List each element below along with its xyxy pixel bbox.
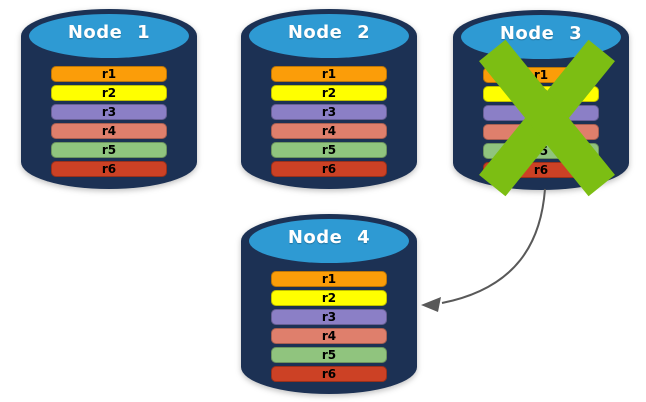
row-list: r1 r2 r3 r4 r5 r6 <box>271 271 387 382</box>
arrow-curve <box>441 188 546 304</box>
row-r1: r1 <box>271 271 387 287</box>
row-label: r5 <box>321 143 337 157</box>
row-label: r5 <box>101 143 117 157</box>
failure-x-icon <box>479 39 615 197</box>
row-label: r1 <box>533 68 549 82</box>
row-r5: r5 <box>51 142 167 158</box>
node-1: Node 1 r1 r2 r3 r4 r5 r6 <box>20 8 198 190</box>
row-r1: r1 <box>271 66 387 82</box>
row-r4: r4 <box>271 328 387 344</box>
row-list: r1 r2 r3 r4 r5 r6 <box>51 66 167 177</box>
row-label: r1 <box>321 67 337 81</box>
row-label: r1 <box>321 272 337 286</box>
node-title: Node 3 <box>499 23 583 44</box>
row-label: r6 <box>321 367 337 381</box>
row-label: r3 <box>321 310 337 324</box>
row-label: r6 <box>101 162 117 176</box>
row-label: r4 <box>321 124 337 138</box>
row-r2: r2 <box>51 85 167 101</box>
row-r6: r6 <box>51 161 167 177</box>
row-r3: r3 <box>51 104 167 120</box>
row-r5: r5 <box>271 142 387 158</box>
row-label: r3 <box>101 105 117 119</box>
row-r3: r3 <box>271 309 387 325</box>
node-title: Node 2 <box>287 22 371 43</box>
row-label: r3 <box>321 105 337 119</box>
cylinder-top <box>249 14 409 58</box>
row-label: r6 <box>321 162 337 176</box>
cylinder-top <box>29 14 189 58</box>
cylinder-top <box>249 219 409 263</box>
x-stroke <box>479 39 615 197</box>
node-4: Node 4 r1 r2 r3 r4 r5 r6 <box>240 213 418 395</box>
row-list: r1 r2 r3 r4 r5 r6 <box>271 66 387 177</box>
row-r3: r3 <box>271 104 387 120</box>
row-label: r6 <box>533 163 549 177</box>
row-r2: r2 <box>271 85 387 101</box>
row-label: r4 <box>321 329 337 343</box>
arrow-head-icon <box>421 297 441 312</box>
row-label: r5 <box>321 348 337 362</box>
row-r2: r2 <box>271 290 387 306</box>
node-2: Node 2 r1 r2 r3 r4 r5 r6 <box>240 8 418 190</box>
row-label: r4 <box>101 124 117 138</box>
row-r6: r6 <box>271 161 387 177</box>
row-label: r1 <box>101 67 117 81</box>
row-label: r2 <box>101 86 117 100</box>
node-3: Node 3 r1 r2 r3 r4 r5 r6 <box>452 9 630 197</box>
row-label: r2 <box>321 291 337 305</box>
row-r1: r1 <box>51 66 167 82</box>
row-r5: r5 <box>271 347 387 363</box>
row-label: r2 <box>321 86 337 100</box>
row-r4: r4 <box>51 123 167 139</box>
node-title: Node 1 <box>67 22 151 43</box>
node-title: Node 4 <box>287 227 371 248</box>
row-r4: r4 <box>271 123 387 139</box>
row-r6: r6 <box>271 366 387 382</box>
